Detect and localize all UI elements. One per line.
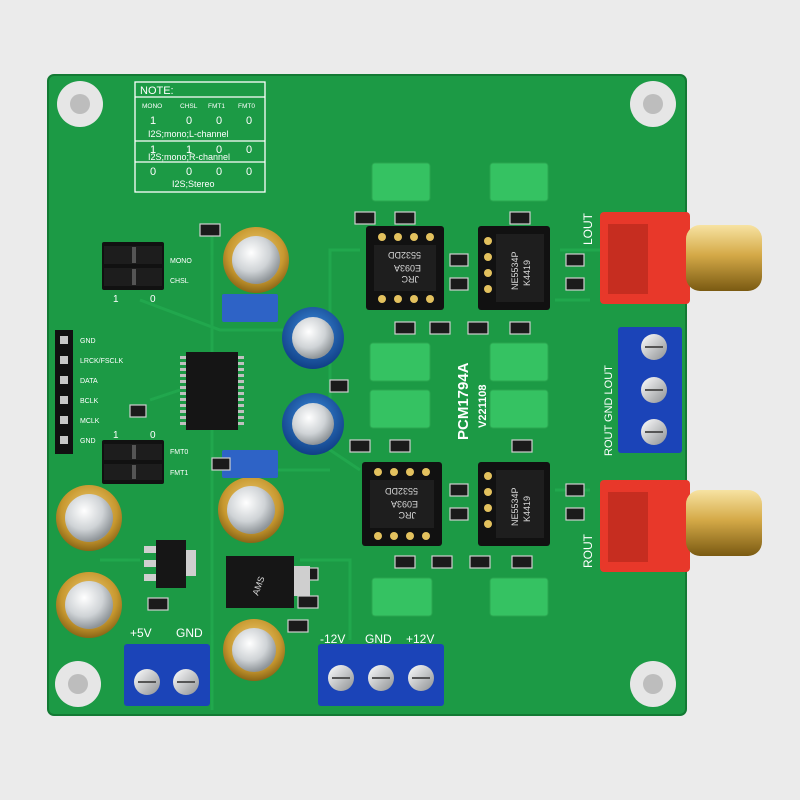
pcb-board: [47, 74, 687, 716]
jumper-label: FMT0: [170, 449, 188, 456]
blue-capacitor: [282, 307, 344, 369]
power-label: GND: [176, 626, 203, 640]
note-cell: 1: [150, 115, 156, 127]
note-cell: 0: [246, 115, 252, 127]
film-capacitor: [489, 577, 549, 617]
pin-header: [55, 330, 73, 454]
header-pin-label: LRCK/FSCLK: [80, 358, 124, 365]
jumper-label: CHSL: [170, 278, 189, 285]
smd-components: [129, 211, 585, 633]
blue-block: [222, 294, 278, 322]
film-capacitor: [369, 389, 431, 429]
header-pin-label: BCLK: [80, 398, 99, 405]
power-label: +12V: [406, 632, 434, 646]
terminal-block-5v: [124, 644, 210, 706]
blue-block: [222, 450, 278, 478]
chip-code: K4419: [522, 496, 532, 522]
chip-brand: JRC: [401, 274, 419, 284]
note-caption: I2S;Stereo: [172, 179, 215, 189]
note-header: MONO: [142, 103, 162, 110]
jumper-side-label: 0: [150, 430, 156, 441]
header-pin-label: DATA: [80, 378, 98, 385]
regulator-large: AMS: [226, 556, 310, 608]
film-capacitor: [369, 342, 431, 382]
blue-capacitor: [282, 393, 344, 455]
header-pin-label: MCLK: [80, 418, 100, 425]
note-cell: 0: [186, 115, 192, 127]
header-pin-label: GND: [80, 338, 96, 345]
jumper-block-mono-chsl: [102, 242, 164, 290]
film-capacitor: [489, 162, 549, 202]
board-title: PCM1794A: [455, 362, 472, 440]
rca-connector-rout: [600, 480, 762, 572]
electrolytic-capacitor: [56, 572, 122, 638]
rca-label: LOUT: [581, 212, 595, 245]
chip-part: 5532DD: [384, 486, 418, 496]
header-pin-label: GND: [80, 438, 96, 445]
note-cell: 0: [246, 144, 252, 156]
film-capacitor: [489, 342, 549, 382]
dac-chip: [180, 352, 244, 430]
rca-label: ROUT: [581, 533, 595, 568]
terminal-block-12v: [318, 644, 444, 706]
electrolytic-capacitor: [223, 227, 289, 293]
terminal-block-output: [618, 327, 682, 453]
note-cell: 0: [150, 166, 156, 178]
chip-part: NE5534P: [510, 487, 520, 526]
mounting-hole: [57, 81, 103, 127]
terminal-output-label: ROUT GND LOUT: [603, 365, 615, 456]
note-cell: 1: [150, 144, 156, 156]
note-header: CHSL: [180, 103, 198, 110]
jumper-block-fmt: [102, 440, 164, 484]
note-cell: 0: [246, 166, 252, 178]
opamp-socket: [478, 462, 550, 546]
mounting-hole: [630, 81, 676, 127]
chip-code: E093A: [394, 263, 421, 273]
note-caption: I2S;mono;R-channel: [148, 152, 230, 162]
note-header: FMT0: [238, 103, 255, 110]
note-title: NOTE:: [140, 85, 174, 97]
board-version: V221108: [477, 385, 489, 428]
note-table: NOTE: MONO CHSL FMT1 FMT0 1 0 0 0 I2S;mo…: [134, 81, 266, 193]
regulator-small: [144, 540, 196, 588]
note-cell: 0: [216, 144, 222, 156]
note-cell: 0: [216, 115, 222, 127]
jumper-side-label: 1: [113, 430, 119, 441]
opamp-socket: [362, 462, 442, 546]
note-caption: I2S;mono;L-channel: [148, 129, 229, 139]
jumper-side-label: 0: [150, 294, 156, 305]
jumper-label: FMT1: [170, 470, 188, 477]
note-cell: 1: [186, 144, 192, 156]
jumper-label: MONO: [170, 258, 192, 265]
electrolytic-capacitor: [223, 619, 285, 681]
chip-code: K4419: [522, 260, 532, 286]
chip-part: NE5534P: [510, 251, 520, 290]
chip-code: E093A: [391, 499, 418, 509]
opamp-socket: [478, 226, 550, 310]
note-cell: 0: [186, 166, 192, 178]
electrolytic-capacitor: [218, 477, 284, 543]
note-header: FMT1: [208, 103, 225, 110]
film-capacitor: [371, 577, 433, 617]
film-capacitor: [489, 389, 549, 429]
chip-part: 5532DD: [387, 250, 421, 260]
electrolytic-capacitor: [56, 485, 122, 551]
note-cell: 0: [216, 166, 222, 178]
power-label: +5V: [130, 626, 152, 640]
power-label: -12V: [320, 632, 345, 646]
jumper-side-label: 1: [113, 294, 119, 305]
mounting-hole: [630, 661, 676, 707]
chip-brand: JRC: [398, 510, 416, 520]
rca-connector-lout: [600, 212, 762, 304]
mounting-hole: [55, 661, 101, 707]
opamp-socket: [366, 226, 444, 310]
film-capacitor: [371, 162, 431, 202]
power-label: GND: [365, 632, 392, 646]
